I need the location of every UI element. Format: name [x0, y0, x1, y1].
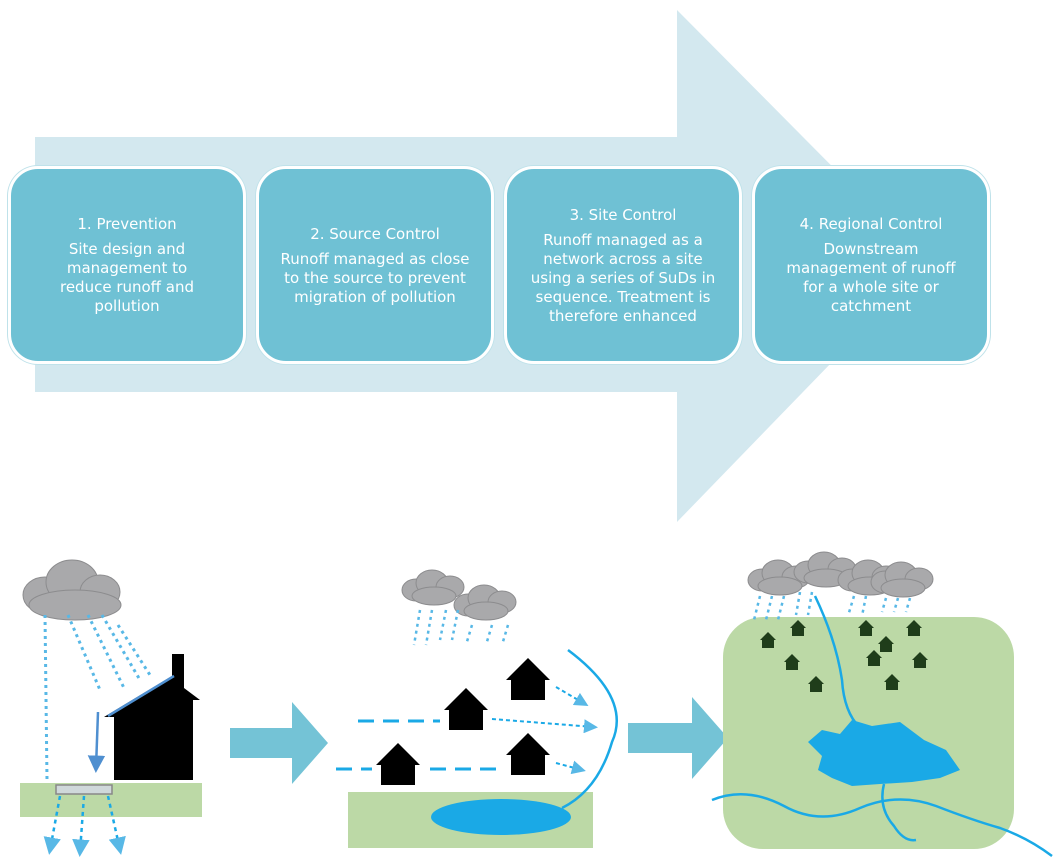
stage-title: 2. Source Control [310, 224, 440, 243]
stage-source-control: 2. Source Control Runoff managed as clos… [256, 166, 494, 364]
cloud-icon [747, 551, 934, 598]
stage-site-control: 3. Site Control Runoff managed as a netw… [504, 166, 742, 364]
stage-description: Site design and management to reduce run… [59, 240, 195, 315]
flow-arrow-1 [230, 702, 328, 784]
stage-prevention: 1. Prevention Site design and management… [8, 166, 246, 364]
house-icon [760, 620, 928, 692]
scene-regional-control [711, 551, 1053, 858]
scene-prevention [20, 559, 202, 857]
infiltration-arrows [43, 795, 126, 857]
stage-description: Runoff managed as close to the source to… [280, 249, 470, 306]
rain-icon [412, 609, 510, 646]
rain-icon [43, 614, 152, 781]
river-lines [711, 595, 1053, 858]
soakaway [55, 784, 113, 795]
lake [808, 720, 960, 786]
stage-description: Runoff managed as a network across a sit… [530, 230, 716, 325]
downpipe-arrow [87, 711, 106, 773]
flow-lines [336, 649, 618, 810]
stage-description: Downstream management of runoff for a wh… [786, 240, 956, 315]
stage-title: 1. Prevention [77, 215, 177, 233]
stage-regional-control: 4. Regional Control Downstream managemen… [752, 166, 990, 364]
cloud-icon [22, 559, 122, 621]
gutter-line [107, 674, 175, 718]
rain-icon [752, 591, 912, 621]
scene-source-control [336, 569, 618, 848]
pond [431, 799, 571, 835]
stage-title: 4. Regional Control [799, 215, 943, 233]
flow-arrow-2 [628, 697, 728, 779]
house-icon [104, 654, 200, 780]
stage-title: 3. Site Control [569, 205, 677, 224]
